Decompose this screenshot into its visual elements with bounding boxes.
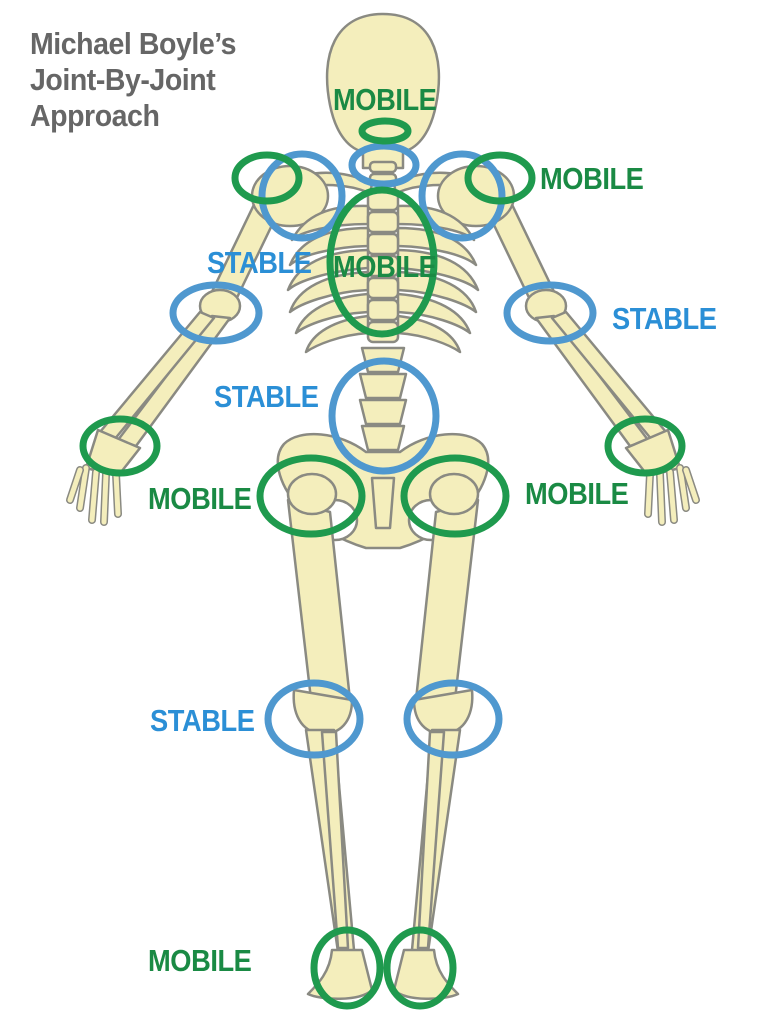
label-ankle-mobile: MOBILE [148,943,252,978]
right-elbow-stable-ring [503,281,597,345]
thoracic-mobile-ring [326,186,438,338]
label-thoracic-mobile: MOBILE [333,249,437,284]
right-scapula-stable-ring [418,150,506,242]
title-line-2: Joint-By-Joint [30,62,216,97]
label-hip-right-mobile: MOBILE [525,476,629,511]
right-knee-stable-ring [403,679,503,759]
lumbar-stable-ring [328,357,440,475]
left-hip-mobile-ring [256,454,366,538]
label-elbow-left-stable: STABLE [207,245,312,280]
left-knee-stable-ring [264,679,364,759]
label-knee-stable: STABLE [150,703,255,738]
title-line-3: Approach [30,98,160,133]
left-wrist-mobile-ring [79,415,161,477]
label-elbow-right-stable: STABLE [612,301,717,336]
right-hip-mobile-ring [400,454,510,538]
right-ankle-mobile-ring [383,926,457,1010]
right-shoulder-mobile-ring [464,151,536,205]
title-line-1: Michael Boyle’s [30,26,237,61]
neck-stable-ring [348,142,420,188]
label-neck-mobile: MOBILE [333,82,437,117]
label-shoulder-mobile: MOBILE [540,161,644,196]
left-scapula-stable-ring [258,150,346,242]
left-shoulder-mobile-ring [231,151,303,205]
left-elbow-stable-ring [169,281,263,345]
label-lumbar-stable: STABLE [214,379,319,414]
label-hip-left-mobile: MOBILE [148,481,252,516]
diagram-title: Michael Boyle’s Joint-By-Joint Approach [30,26,306,134]
right-wrist-mobile-ring [604,415,686,477]
left-ankle-mobile-ring [310,926,384,1010]
upper-neck-mobile-ring [358,117,412,145]
